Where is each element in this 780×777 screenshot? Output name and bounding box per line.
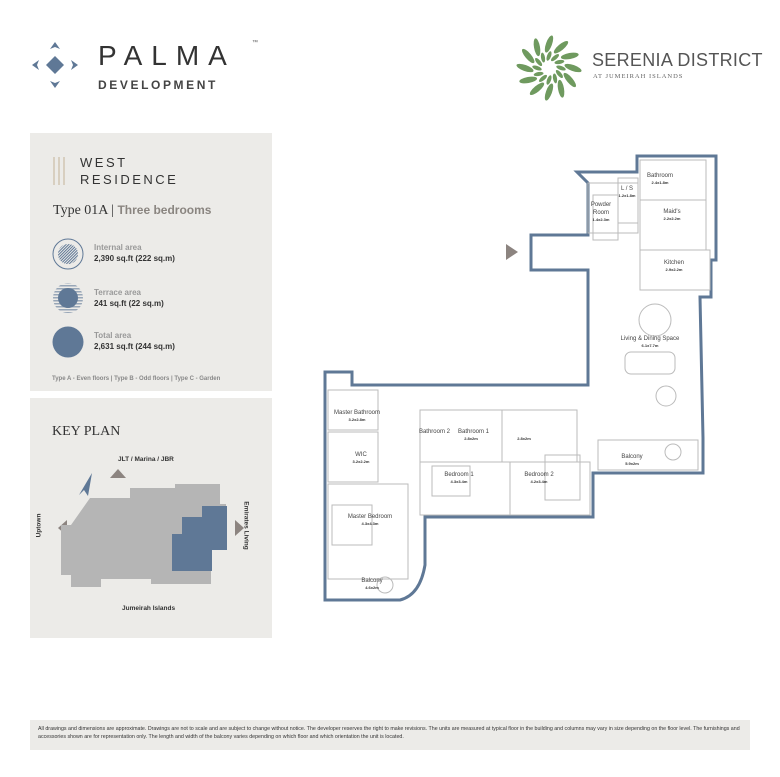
project-name: SERENIA DISTRICT <box>592 50 763 70</box>
total-area-icon <box>52 326 84 358</box>
unit-type-label: Type 01A <box>53 203 108 218</box>
room-wic-label: WIC <box>355 452 367 458</box>
room-dim: 1.4x2.3m <box>593 217 610 222</box>
residence-mark-icon <box>53 157 65 185</box>
room-kitchen-label: Kitchen <box>664 260 684 266</box>
room-dim: 4.3x3.4m <box>451 479 468 484</box>
area-value: 241 sq.ft (22 sq.m) <box>94 299 164 308</box>
entrance-arrow-icon <box>506 244 518 260</box>
room-dim: 6.1x7.7m <box>642 343 659 348</box>
room-bedroom2-label: Bedroom 2 <box>524 472 554 478</box>
room-powder-label: Powder <box>591 202 611 208</box>
total-area: Total area 2,631 sq.ft (244 sq.m) <box>94 331 175 351</box>
room-dim: 1.2x1.8m <box>619 193 636 198</box>
room-dim: 2.9x2.2m <box>666 267 683 272</box>
building-name: WEST RESIDENCE <box>80 154 178 188</box>
room-dim: 2.2x2.2m <box>664 216 681 221</box>
key-plan-title: KEY PLAN <box>52 424 121 439</box>
arrow-right-icon <box>235 520 244 536</box>
area-value: 2,631 sq.ft (244 sq.m) <box>94 342 175 351</box>
room-dim: 2.8x2m <box>517 436 531 441</box>
room-dim: 4.3x4.3m <box>362 521 379 526</box>
room-powder-label2: Room <box>593 210 609 216</box>
project-sub: AT JUMEIRAH ISLANDS <box>593 73 684 80</box>
arrow-up-icon <box>110 469 126 478</box>
unit-outline <box>323 154 718 602</box>
north-compass-icon <box>79 473 92 496</box>
direction-south: Jumeirah Islands <box>122 605 176 612</box>
room-dim: 4.2x3.4m <box>531 479 548 484</box>
unit-type: Type 01A | Three bedrooms <box>53 203 212 218</box>
building-name-line1: WEST <box>80 155 128 170</box>
area-label: Internal area <box>94 243 142 252</box>
room-master-bathroom-label: Master Bathroom <box>334 410 380 416</box>
room-dim: 4.6x2m <box>365 585 379 590</box>
trademark: ™ <box>252 40 258 46</box>
room-maids-label: Maid's <box>663 209 680 215</box>
room-dim: 2.4x1.8m <box>652 180 669 185</box>
area-label: Total area <box>94 331 132 340</box>
developer-name: PALMA <box>98 40 236 71</box>
room-balcony-label: Balcony <box>361 578 382 584</box>
room-dim: 3.2x2.8m <box>349 417 366 422</box>
room-master-bedroom-label: Master Bedroom <box>348 514 392 520</box>
palma-logo-icon <box>32 42 78 88</box>
internal-area-icon <box>52 238 84 270</box>
room-dim: 5.9x2m <box>625 461 639 466</box>
area-value: 2,390 sq.ft (222 sq.m) <box>94 254 175 263</box>
direction-north: JLT / Marina / JBR <box>118 456 174 463</box>
room-living-label: Living & Dining Space <box>621 336 680 342</box>
room-dim: 3.2x2.2m <box>353 459 370 464</box>
room-bedroom1-label: Bedroom 1 <box>444 472 474 478</box>
terrace-area: Terrace area 241 sq.ft (22 sq.m) <box>94 288 164 308</box>
serenia-leaf-logo-icon <box>515 35 583 102</box>
room-balcony2-label: Balcony <box>621 454 642 460</box>
types-note: Type A - Even floors | Type B - Odd floo… <box>52 376 221 382</box>
developer-sub: DEVELOPMENT <box>98 78 218 92</box>
terrace-area-icon <box>53 283 83 313</box>
building-name-line2: RESIDENCE <box>80 172 179 187</box>
unit-highlight <box>172 506 227 571</box>
key-plan-map <box>58 469 244 587</box>
room-bathroom2-label: Bathroom 2 <box>419 429 451 435</box>
room-dim: 2.8x2m <box>464 436 478 441</box>
room-bathroom1-label: Bathroom 1 <box>458 429 490 435</box>
disclaimer: All drawings and dimensions are approxim… <box>30 720 750 750</box>
bedroom-count: Three bedrooms <box>117 203 212 217</box>
area-label: Terrace area <box>94 288 141 297</box>
internal-area: Internal area 2,390 sq.ft (222 sq.m) <box>94 243 175 263</box>
room-ls-label: L / S <box>621 186 633 192</box>
room-bathroom-label: Bathroom <box>647 173 673 179</box>
